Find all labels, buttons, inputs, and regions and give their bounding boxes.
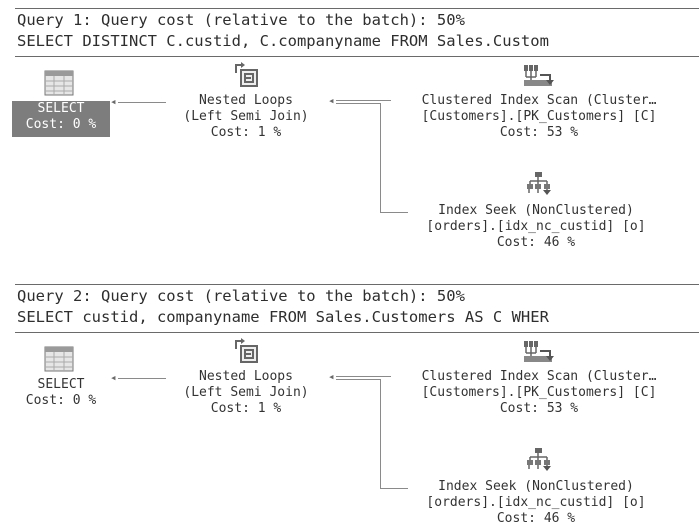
object-label: [Customers].[PK_Customers] [C] bbox=[421, 109, 657, 124]
nested-loops-icon[interactable] bbox=[232, 61, 260, 89]
plan-connector bbox=[336, 376, 391, 377]
select-node[interactable]: SELECT Cost: 0 % bbox=[12, 101, 110, 137]
clustered-index-scan-node[interactable]: Clustered Index Scan (Cluster… [Customer… bbox=[390, 93, 688, 141]
clustered-index-scan-icon[interactable] bbox=[522, 63, 554, 89]
query-header: Query 2: Query cost (relative to the bat… bbox=[0, 276, 699, 334]
clustered-index-scan-icon[interactable] bbox=[522, 339, 554, 365]
index-seek-icon[interactable] bbox=[525, 446, 553, 472]
plan-connector bbox=[118, 102, 166, 103]
operator-label: Clustered Index Scan (Cluster… bbox=[421, 93, 657, 108]
query-sql-text[interactable]: SELECT DISTINCT C.custid, C.companyname … bbox=[17, 32, 549, 50]
index-seek-node[interactable]: Index Seek (NonClustered) [orders].[idx_… bbox=[396, 203, 676, 251]
operator-cost: Cost: 46 % bbox=[496, 235, 576, 250]
query-plan-panel-2: Query 2: Query cost (relative to the bat… bbox=[0, 276, 699, 526]
nested-loops-cost: Cost: 1 % bbox=[210, 401, 282, 416]
object-label: [Customers].[PK_Customers] [C] bbox=[421, 385, 657, 400]
operator-label: Index Seek (NonClustered) bbox=[438, 203, 634, 218]
select-icon[interactable] bbox=[44, 346, 74, 372]
select-node[interactable]: SELECT Cost: 0 % bbox=[12, 377, 110, 413]
nested-loops-node[interactable]: Nested Loops (Left Semi Join) Cost: 1 % bbox=[168, 93, 324, 141]
select-icon[interactable] bbox=[44, 70, 74, 96]
plan-connector bbox=[380, 488, 408, 489]
plan-connector bbox=[118, 378, 166, 379]
join-type-label: (Left Semi Join) bbox=[183, 109, 309, 124]
select-label: SELECT bbox=[37, 101, 85, 116]
plan-connector bbox=[336, 103, 380, 104]
operator-label: Clustered Index Scan (Cluster… bbox=[421, 369, 657, 384]
arrow-left-icon: ◂ bbox=[328, 94, 335, 107]
operator-cost: Cost: 53 % bbox=[499, 125, 579, 140]
header-divider bbox=[15, 332, 699, 333]
query-cost-text: Query 1: Query cost (relative to the bat… bbox=[17, 11, 465, 29]
plan-connector bbox=[336, 379, 380, 380]
arrow-left-icon: ◂ bbox=[110, 371, 117, 384]
object-label: [orders].[idx_nc_custid] [o] bbox=[426, 495, 646, 510]
query-sql-text[interactable]: SELECT custid, companyname FROM Sales.Cu… bbox=[17, 308, 549, 326]
plan-connector bbox=[380, 103, 381, 212]
select-cost: Cost: 0 % bbox=[25, 393, 97, 408]
arrow-left-icon: ◂ bbox=[110, 95, 117, 108]
operator-cost: Cost: 53 % bbox=[499, 401, 579, 416]
query-cost-text: Query 2: Query cost (relative to the bat… bbox=[17, 287, 465, 305]
plan-connector bbox=[380, 379, 381, 488]
nested-loops-label: Nested Loops bbox=[199, 93, 293, 108]
index-seek-icon[interactable] bbox=[525, 170, 553, 196]
query-plan-panel-1: Query 1: Query cost (relative to the bat… bbox=[0, 0, 699, 250]
nested-loops-cost: Cost: 1 % bbox=[210, 125, 282, 140]
header-divider bbox=[15, 284, 699, 285]
operator-label: Index Seek (NonClustered) bbox=[438, 479, 634, 494]
operator-cost: Cost: 46 % bbox=[496, 511, 576, 526]
select-cost: Cost: 0 % bbox=[25, 117, 97, 132]
arrow-left-icon: ◂ bbox=[328, 370, 335, 383]
header-divider bbox=[15, 8, 699, 9]
select-label: SELECT bbox=[37, 377, 85, 392]
query-header: Query 1: Query cost (relative to the bat… bbox=[0, 0, 699, 58]
join-type-label: (Left Semi Join) bbox=[183, 385, 309, 400]
clustered-index-scan-node[interactable]: Clustered Index Scan (Cluster… [Customer… bbox=[390, 369, 688, 417]
nested-loops-node[interactable]: Nested Loops (Left Semi Join) Cost: 1 % bbox=[168, 369, 324, 417]
header-divider bbox=[15, 56, 699, 57]
index-seek-node[interactable]: Index Seek (NonClustered) [orders].[idx_… bbox=[396, 479, 676, 527]
plan-connector bbox=[380, 212, 408, 213]
nested-loops-label: Nested Loops bbox=[199, 369, 293, 384]
nested-loops-icon[interactable] bbox=[232, 337, 260, 365]
plan-connector bbox=[336, 100, 391, 101]
object-label: [orders].[idx_nc_custid] [o] bbox=[426, 219, 646, 234]
